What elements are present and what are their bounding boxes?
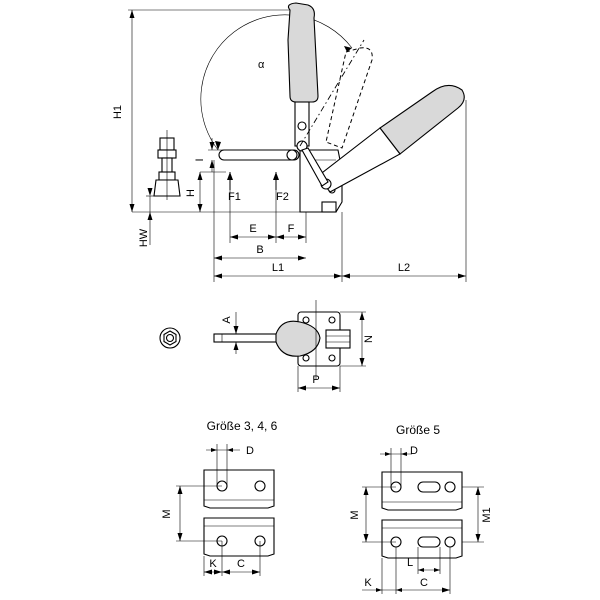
dimension-f: F <box>276 223 306 240</box>
label-l2: L2 <box>398 262 410 274</box>
label-h: H <box>185 189 197 197</box>
spindle <box>153 130 181 200</box>
detail-size-3-4-6: Größe 3, 4, 6 D M K C <box>161 419 278 576</box>
detail-left-m: M <box>161 509 173 518</box>
label-f2: F2 <box>276 191 289 203</box>
detail-right-k: K <box>364 577 372 589</box>
label-a: A <box>221 316 233 324</box>
label-b: B <box>256 244 263 256</box>
dimension-e: E <box>230 223 276 240</box>
dimension-b: B <box>214 244 306 261</box>
dimension-i: I <box>194 138 226 172</box>
spindle-nut <box>159 327 181 349</box>
label-e: E <box>249 223 256 235</box>
dimension-h1: H1 <box>112 9 300 212</box>
label-n: N <box>363 335 375 343</box>
dimension-h: H <box>185 171 226 212</box>
label-f: F <box>288 223 295 235</box>
top-arm <box>213 333 279 343</box>
label-hw: HW <box>138 228 150 247</box>
handle-ghost <box>299 39 373 149</box>
detail-right-m: M <box>349 510 361 519</box>
label-p: P <box>312 374 319 386</box>
top-base <box>275 300 351 380</box>
detail-right-m1: M1 <box>481 507 493 522</box>
handle-inclined <box>301 84 465 193</box>
detail-right-l: L <box>407 557 413 569</box>
dimension-hw: HW <box>138 188 160 247</box>
dimension-n: N <box>340 311 375 367</box>
label-h1: H1 <box>112 105 124 119</box>
detail-left-title: Größe 3, 4, 6 <box>207 419 278 433</box>
detail-left-k: K <box>209 558 217 570</box>
side-view: H1 α HW <box>112 2 467 282</box>
detail-right-title: Größe 5 <box>396 423 440 437</box>
handle-vertical <box>287 2 319 152</box>
force-f2: F2 <box>273 172 289 203</box>
detail-left-c: C <box>237 558 245 570</box>
dimension-p: P <box>297 366 341 392</box>
label-l1: L1 <box>272 262 284 274</box>
dimension-l1: L1 <box>214 262 342 279</box>
detail-right-c: C <box>420 577 428 589</box>
clamping-arm <box>218 149 300 161</box>
label-alpha: α <box>258 59 265 71</box>
detail-right-d: D <box>410 445 418 457</box>
label-i: I <box>194 158 206 161</box>
force-f1: F1 <box>227 172 241 203</box>
detail-size-5: Größe 5 D M M1 <box>349 423 493 594</box>
dimension-l2: L2 <box>342 262 466 279</box>
detail-left-d: D <box>246 445 254 457</box>
top-view: A N <box>159 300 375 392</box>
angle-alpha: α <box>200 14 353 151</box>
dimension-a: A <box>221 312 239 354</box>
label-f1: F1 <box>228 191 241 203</box>
